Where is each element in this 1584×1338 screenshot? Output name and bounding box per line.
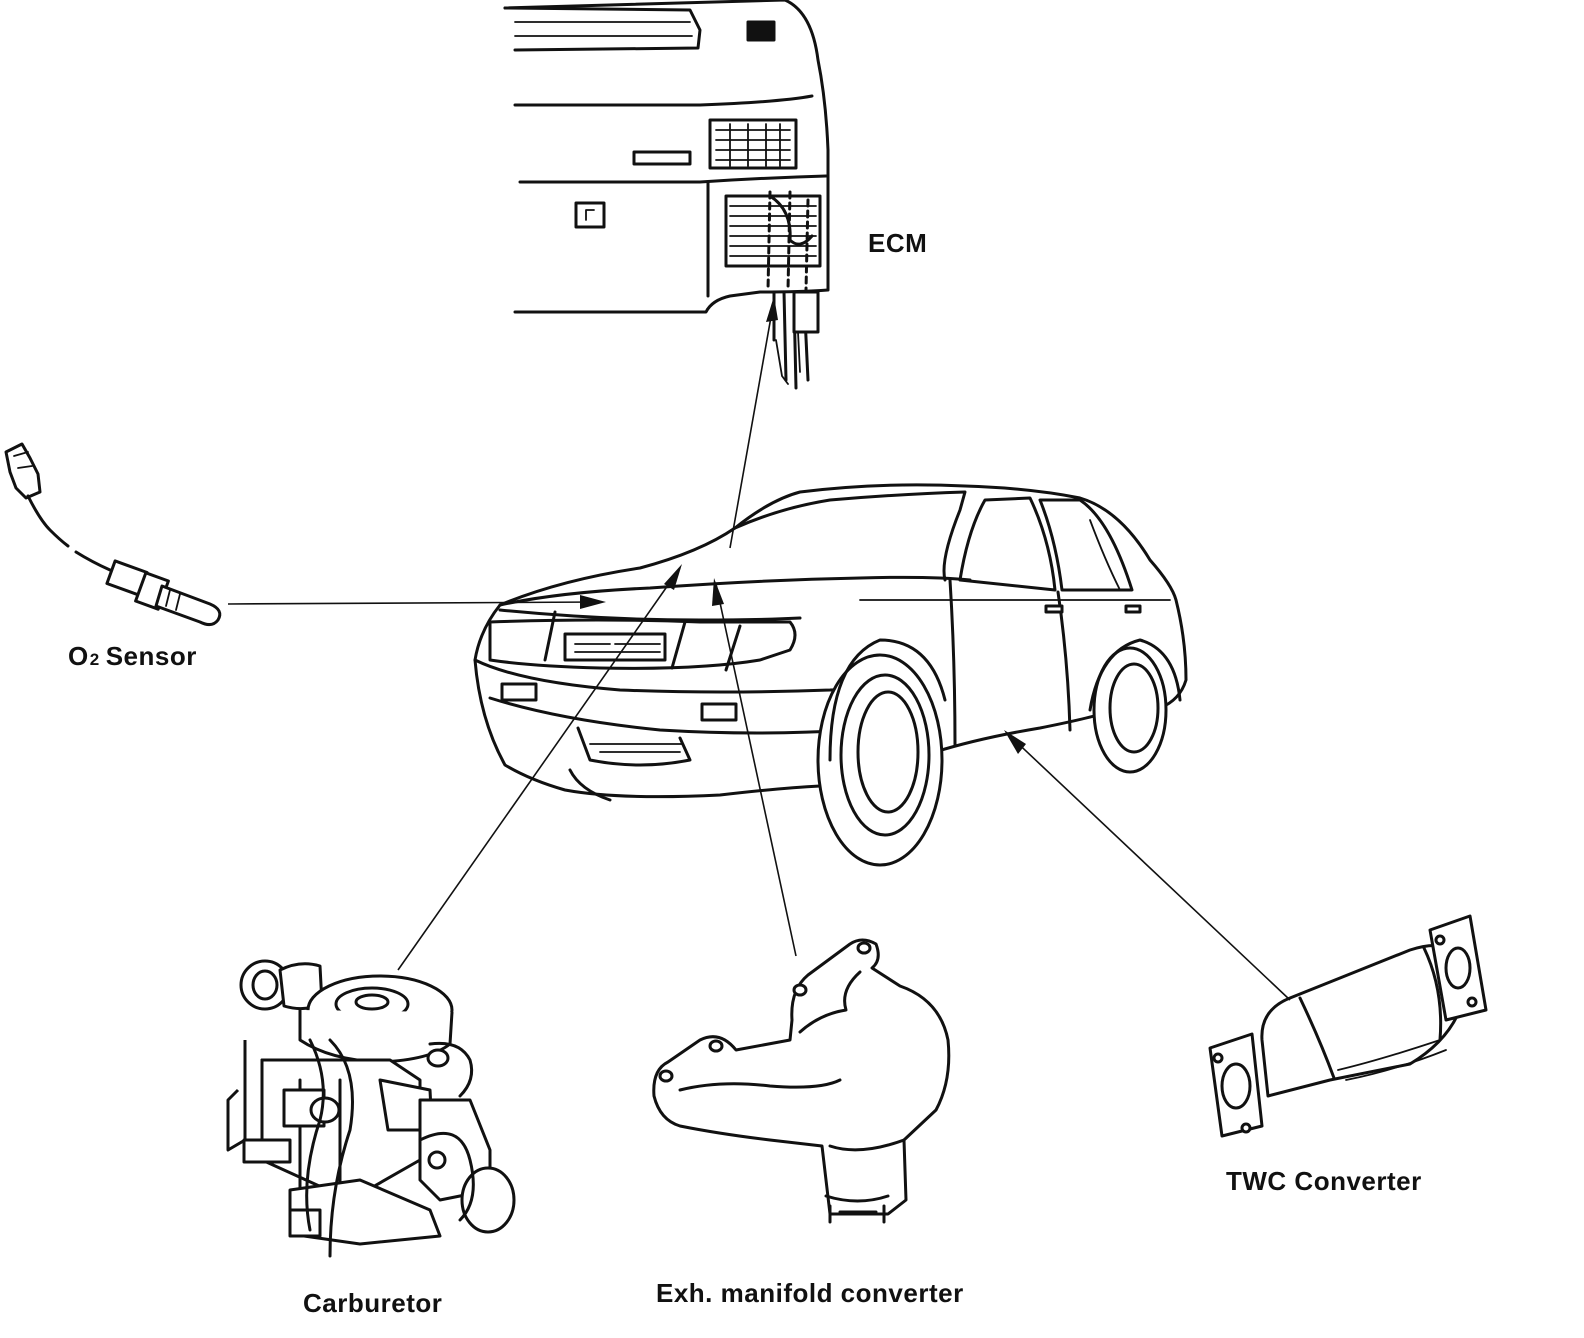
twc-converter-label: TWC Converter [1226, 1166, 1422, 1196]
o2-sensor-label-prefix: O [68, 641, 89, 671]
o2-sensor-label-suffix: Sensor [105, 641, 197, 671]
car-illustration [473, 483, 1188, 867]
o2-arrowhead [580, 595, 606, 609]
ecm-arrowhead [766, 296, 778, 322]
catalytic-converter-illustration [1208, 914, 1488, 1138]
carburetor-illustration [226, 959, 516, 1258]
carburetor-arrowhead [664, 564, 682, 590]
o2-sensor-label-subscript: 2 [89, 650, 100, 669]
exh-manifold-arrowhead [712, 578, 724, 606]
o2-pointer-line [227, 601, 601, 605]
carburetor-pointer-line [397, 567, 681, 971]
twc-pointer-line [1007, 733, 1291, 1001]
ecm-dashboard-illustration [503, 0, 830, 390]
exhaust-manifold-illustration [652, 938, 951, 1224]
o2-sensor-illustration [4, 442, 222, 627]
exh-manifold-pointer-line [715, 583, 797, 957]
ecm-pointer-line [729, 299, 775, 549]
carburetor-label: Carburetor [303, 1288, 443, 1318]
ecm-label: ECM [868, 228, 928, 258]
twc-arrowhead [1004, 730, 1026, 754]
pointer-arrows [227, 296, 1291, 1001]
exh-manifold-converter-label: Exh. manifold converter [656, 1278, 964, 1308]
